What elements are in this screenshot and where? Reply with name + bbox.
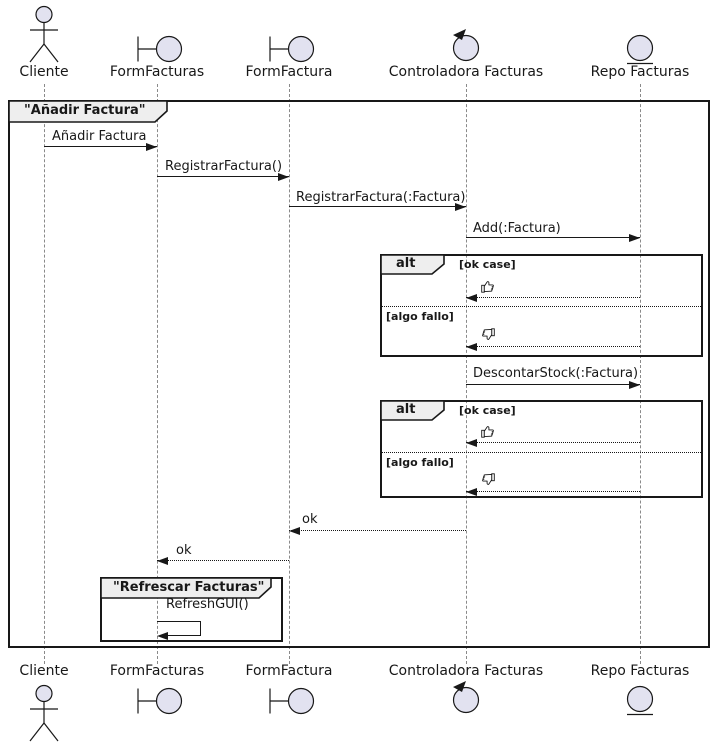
self-message-arrow: [157, 621, 201, 622]
frame-title-pentagon: [100, 577, 274, 600]
actor-icon: [23, 5, 65, 65]
participant-label-cliente: Cliente: [19, 64, 69, 80]
return-arrow: [466, 346, 640, 347]
return-arrow: [157, 560, 289, 561]
return-arrow: [466, 491, 640, 492]
message-label: ok: [302, 512, 318, 527]
message-label: DescontarStock(:Factura): [473, 366, 639, 381]
arrowhead-icon: [466, 342, 477, 351]
return-arrow: [466, 442, 640, 443]
participant-label-formfactura: FormFactura: [245, 64, 333, 80]
frame-anadir-factura: [8, 100, 710, 648]
thumbs-down-icon: [481, 328, 495, 342]
arrowhead-icon: [289, 526, 300, 535]
message-label: RefreshGUI(): [166, 597, 249, 612]
boundary-icon: [268, 34, 316, 64]
control-icon: [450, 27, 482, 63]
boundary-icon: [136, 34, 184, 64]
lifeline-controladora-facturas: [465, 84, 467, 664]
lifeline-formfacturas: [156, 84, 158, 664]
alt-guard-fail: [algo fallo]: [386, 456, 454, 469]
message-arrow: [44, 146, 157, 147]
message-label: Añadir Factura: [52, 129, 147, 144]
message-label: Add(:Factura): [473, 221, 561, 236]
arrowhead-icon: [466, 438, 477, 447]
alt-divider: [382, 452, 701, 453]
lifeline-formfactura: [288, 84, 290, 664]
participant-label-formfactura: FormFactura: [245, 663, 333, 679]
entity-icon: [624, 683, 656, 719]
message-arrow: [466, 384, 640, 385]
boundary-icon: [268, 686, 316, 716]
return-arrow: [289, 530, 466, 531]
participant-label-controladora: Controladora Facturas: [388, 663, 544, 679]
alt-guard-ok: [ok case]: [459, 258, 516, 271]
return-arrow: [466, 297, 640, 298]
message-arrow: [289, 206, 466, 207]
participant-label-controladora: Controladora Facturas: [388, 64, 544, 80]
thumbs-up-icon: [481, 424, 495, 438]
arrowhead-icon: [629, 380, 640, 389]
alt-pentagon: [380, 254, 446, 275]
participant-label-cliente: Cliente: [19, 663, 69, 679]
arrowhead-icon: [629, 233, 640, 242]
control-icon: [450, 679, 482, 715]
alt-operator: alt: [396, 402, 416, 417]
arrowhead-icon: [157, 631, 168, 640]
participant-label-repo: Repo Facturas: [590, 663, 690, 679]
arrowhead-icon: [466, 293, 477, 302]
alt-guard-fail: [algo fallo]: [386, 310, 454, 323]
alt-guard-ok: [ok case]: [459, 404, 516, 417]
arrowhead-icon: [157, 556, 168, 565]
message-arrow: [157, 176, 289, 177]
thumbs-up-icon: [481, 279, 495, 293]
alt-fragment-1: [380, 254, 703, 357]
thumbs-down-icon: [481, 473, 495, 487]
arrowhead-icon: [466, 487, 477, 496]
alt-operator: alt: [396, 256, 416, 271]
alt-pentagon: [380, 400, 446, 421]
lifeline-cliente: [43, 84, 45, 664]
alt-fragment-2: [380, 400, 703, 498]
arrowhead-icon: [146, 142, 157, 151]
self-message-arrow: [168, 635, 201, 636]
actor-icon: [23, 684, 65, 744]
frame-title: "Refrescar Facturas": [113, 580, 265, 595]
participant-label-formfacturas: FormFacturas: [109, 663, 205, 679]
message-label: ok: [176, 543, 192, 558]
participant-label-formfacturas: FormFacturas: [109, 64, 205, 80]
self-message-arrow: [200, 621, 201, 635]
lifeline-repo-facturas: [639, 84, 641, 664]
message-label: RegistrarFactura(): [165, 159, 283, 174]
message-label: RegistrarFactura(:Factura): [296, 190, 466, 205]
arrowhead-icon: [278, 172, 289, 181]
frame-title-pentagon: [8, 100, 170, 124]
arrowhead-icon: [455, 202, 466, 211]
message-arrow: [466, 237, 640, 238]
frame-title: "Añadir Factura": [24, 103, 146, 118]
alt-divider: [382, 306, 701, 307]
entity-icon: [624, 32, 656, 68]
boundary-icon: [136, 686, 184, 716]
participant-label-repo: Repo Facturas: [590, 64, 690, 80]
